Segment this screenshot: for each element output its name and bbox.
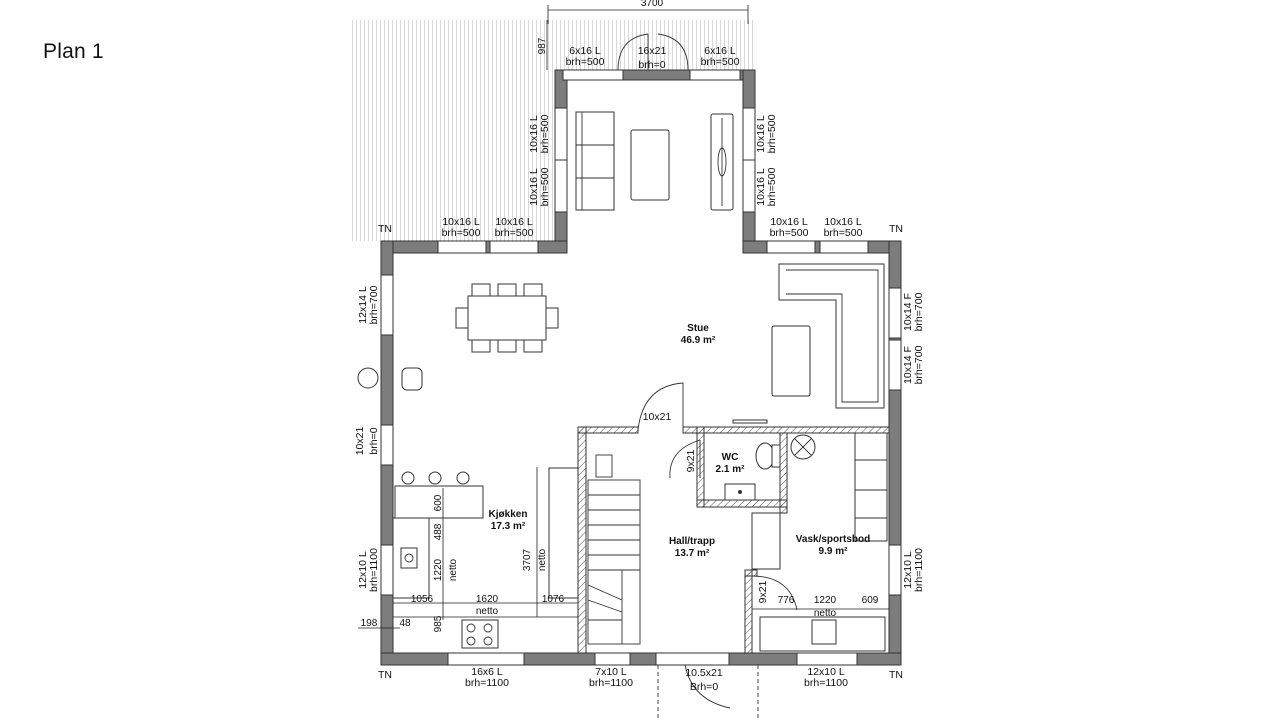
win-mid-right-2-brh: brh=500	[824, 227, 863, 239]
door-west-brh: brh=0	[368, 427, 380, 454]
win-mid-left-1-brh: brh=500	[442, 227, 481, 239]
corner-sofa	[771, 263, 885, 409]
dim-1220b: 1220	[814, 595, 837, 606]
door-top-size: 16x21	[638, 45, 667, 57]
dim-netto-v2: netto	[537, 548, 548, 571]
door-stue-hall-label: 10x21	[643, 411, 672, 423]
dim-1056: 1056	[411, 594, 434, 605]
terrace-deck	[349, 20, 555, 241]
win-bay-left-2-size: 10x16 L	[528, 168, 540, 206]
win-bay-right-2-size: 10x16 L	[755, 168, 767, 206]
dim-776: 776	[778, 595, 795, 606]
dim-198: 198	[361, 618, 378, 629]
win-east-3-size: 12x10 L	[902, 551, 914, 589]
room-stue-area: 46.9 m²	[681, 335, 716, 346]
door-top-brh: brh=0	[638, 59, 665, 71]
slide-title: Plan 1	[43, 40, 104, 63]
dim-3707: 3707	[522, 548, 533, 571]
door-wc-label: 9x21	[685, 449, 697, 472]
win-mid-left-1-size: 10x16 L	[442, 216, 480, 228]
door-south-size: 10.5x21	[685, 667, 723, 679]
win-west-2-size: 12x10 L	[357, 551, 369, 589]
top-door	[617, 33, 689, 71]
win-mid-left-2-size: 10x16 L	[495, 216, 533, 228]
win-top-left-size: 6x16 L	[569, 45, 601, 57]
dim-609: 609	[862, 595, 879, 606]
win-east-1-brh: brh=700	[913, 292, 925, 331]
win-south-2-size: 7x10 L	[595, 666, 627, 678]
dim-netto-v1: netto	[448, 558, 459, 581]
interior-walls	[577, 426, 890, 654]
win-south-3-brh: brh=1100	[804, 677, 848, 689]
win-east-3-brh: brh=1100	[913, 548, 925, 592]
marker-tn-se: TN	[889, 669, 903, 681]
window-openings	[380, 69, 902, 666]
marker-tn-nw: TN	[378, 223, 392, 235]
win-south-1-brh: brh=1100	[465, 677, 509, 689]
door-vask-label: 9x21	[757, 580, 769, 603]
dim-top-width: 3700	[641, 0, 664, 9]
room-wc-area: 2.1 m²	[716, 464, 746, 475]
dim-1620: 1620	[476, 594, 499, 605]
win-west-1-size: 12x14 L	[357, 286, 369, 324]
entrance	[657, 664, 759, 718]
dimension-lines	[358, 5, 749, 629]
room-stue-name: Stue	[687, 323, 709, 334]
staircase	[587, 454, 641, 645]
win-south-1-size: 16x6 L	[471, 666, 503, 678]
door-west-size: 10x21	[354, 427, 366, 456]
win-bay-left-1-brh: brh=500	[539, 114, 551, 153]
room-kjokken-name: Kjøkken	[489, 509, 528, 520]
dim-600: 600	[433, 494, 444, 511]
room-kjokken-area: 17.3 m²	[491, 521, 526, 532]
room-hall-name: Hall/trapp	[669, 536, 715, 547]
win-mid-right-1-brh: brh=500	[770, 227, 809, 239]
win-bay-left-1-size: 10x16 L	[528, 115, 540, 153]
dim-985: 985	[433, 615, 444, 632]
dim-1220: 1220	[433, 558, 444, 581]
win-mid-left-2-brh: brh=500	[495, 227, 534, 239]
dining-table	[455, 283, 559, 353]
room-hall-area: 13.7 m²	[675, 548, 710, 559]
dim-488: 488	[433, 523, 444, 540]
dim-1076: 1076	[542, 594, 565, 605]
terrace-deck-top	[555, 20, 755, 70]
vask-fixtures	[751, 432, 889, 652]
radiator	[732, 419, 768, 424]
dim-48: 48	[399, 618, 411, 629]
win-east-1-size: 10x14 F	[902, 293, 914, 331]
win-west-1-brh: brh=700	[368, 285, 380, 324]
win-east-2-size: 10x14 F	[902, 346, 914, 384]
win-east-2-brh: brh=700	[913, 345, 925, 384]
dim-bay-depth: 987	[537, 37, 548, 54]
win-south-3-size: 12x10 L	[807, 666, 845, 678]
armchair	[401, 367, 423, 391]
dim-netto-h2: netto	[814, 608, 837, 619]
win-top-right-size: 6x16 L	[704, 45, 736, 57]
win-top-right-brh: brh=500	[701, 56, 740, 68]
kitchen-fixtures	[392, 467, 579, 649]
win-mid-right-1-size: 10x16 L	[770, 216, 808, 228]
marker-tn-ne: TN	[889, 223, 903, 235]
win-bay-right-1-size: 10x16 L	[755, 115, 767, 153]
win-south-2-brh: brh=1100	[589, 677, 633, 689]
marker-tn-sw: TN	[378, 669, 392, 681]
win-mid-right-2-size: 10x16 L	[824, 216, 862, 228]
wc-fixtures	[669, 439, 781, 501]
win-top-left-brh: brh=500	[566, 56, 605, 68]
win-bay-right-1-brh: brh=500	[766, 114, 778, 153]
stue-hall-door	[637, 382, 684, 431]
dim-netto-h1: netto	[476, 606, 499, 617]
room-wc-name: WC	[722, 452, 739, 463]
stove-round	[357, 367, 379, 389]
win-bay-right-2-brh: brh=500	[766, 167, 778, 206]
win-bay-left-2-brh: brh=500	[539, 167, 551, 206]
room-vask-area: 9.9 m²	[819, 546, 849, 557]
bay-furniture	[575, 111, 734, 211]
win-west-2-brh: brh=1100	[368, 548, 380, 592]
door-south-brh: Brh=0	[690, 681, 718, 693]
room-vask-name: Vask/sportsbod	[796, 534, 870, 545]
